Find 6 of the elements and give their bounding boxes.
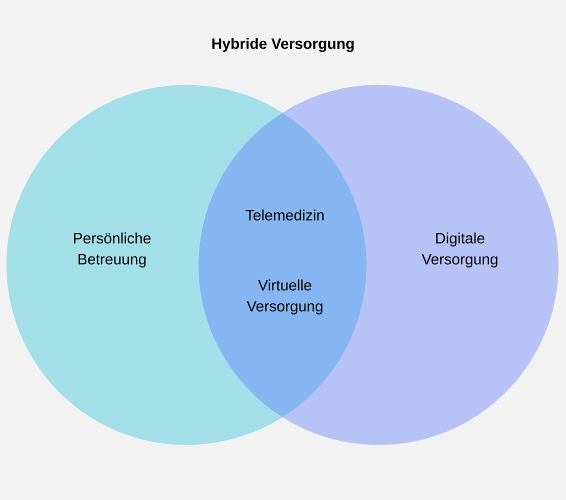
region-label: Virtuelle Versorgung [246,280,322,314]
region-label: Digitale Versorgung [422,232,498,268]
title: Hybride Versorgung [212,38,354,52]
overlap-region [198,112,366,418]
region-label: Telemedizin [246,209,324,220]
region-label: Persönliche Betreuung [74,232,150,268]
